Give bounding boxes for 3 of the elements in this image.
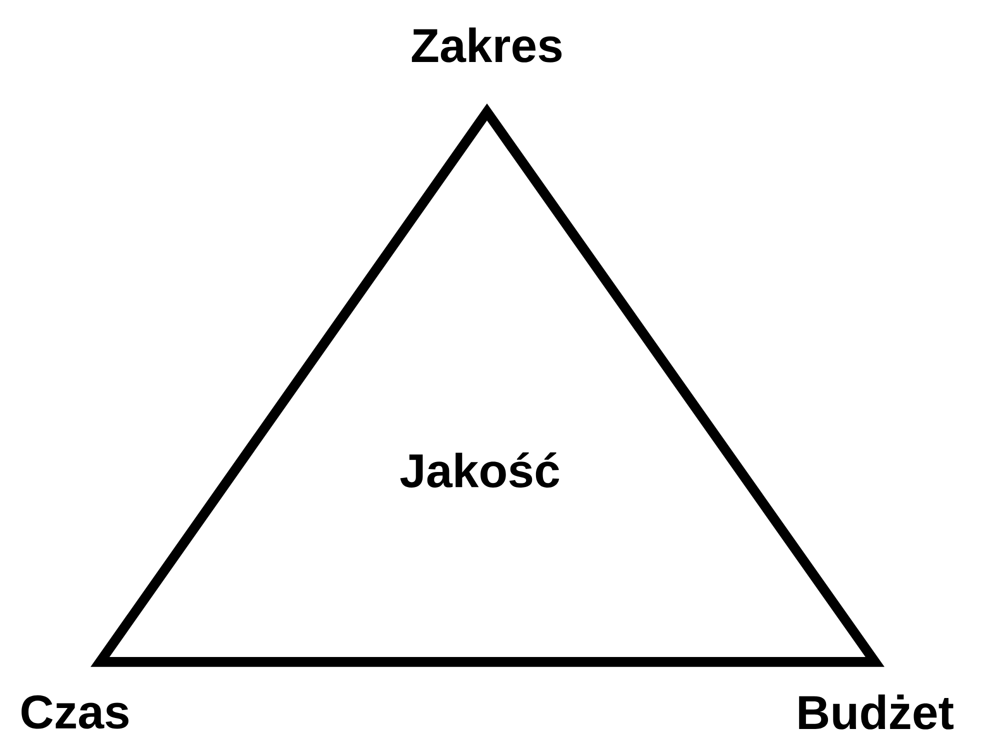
vertex-label: Czas [22,695,128,729]
vertex-label: Budżet [799,694,954,730]
vertex-label: Zakres [412,28,562,62]
